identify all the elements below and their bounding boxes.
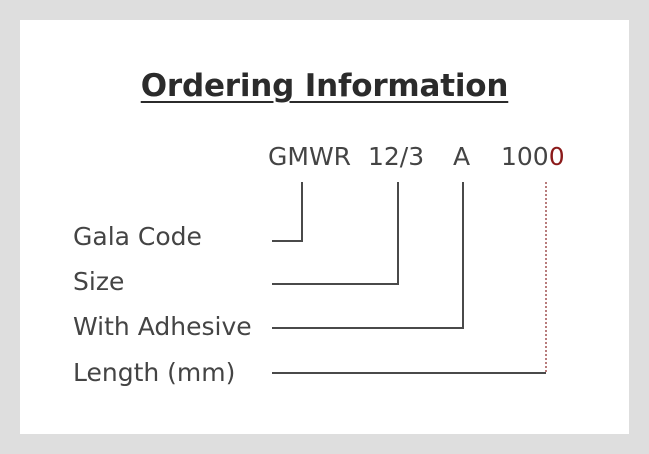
- title-text: Ordering Information: [140, 68, 509, 104]
- code-adhesive: A: [453, 142, 471, 171]
- label-size: Size: [73, 267, 125, 296]
- label-gala-code: Gala Code: [73, 222, 202, 251]
- leader-gala-code: [272, 182, 303, 242]
- leader-adhesive: [272, 182, 464, 329]
- diagram-title: Ordering Information: [0, 68, 649, 104]
- code-length: 1000: [501, 142, 565, 171]
- code-gala: GMWR: [268, 142, 352, 171]
- diagram-card: [20, 20, 629, 434]
- code-length-prefix: 100: [501, 142, 549, 171]
- leader-size: [272, 182, 399, 285]
- code-size: 12/3: [368, 142, 425, 171]
- label-length: Length (mm): [73, 358, 236, 387]
- code-length-last-digit: 0: [548, 142, 565, 171]
- label-with-adhesive: With Adhesive: [73, 312, 252, 341]
